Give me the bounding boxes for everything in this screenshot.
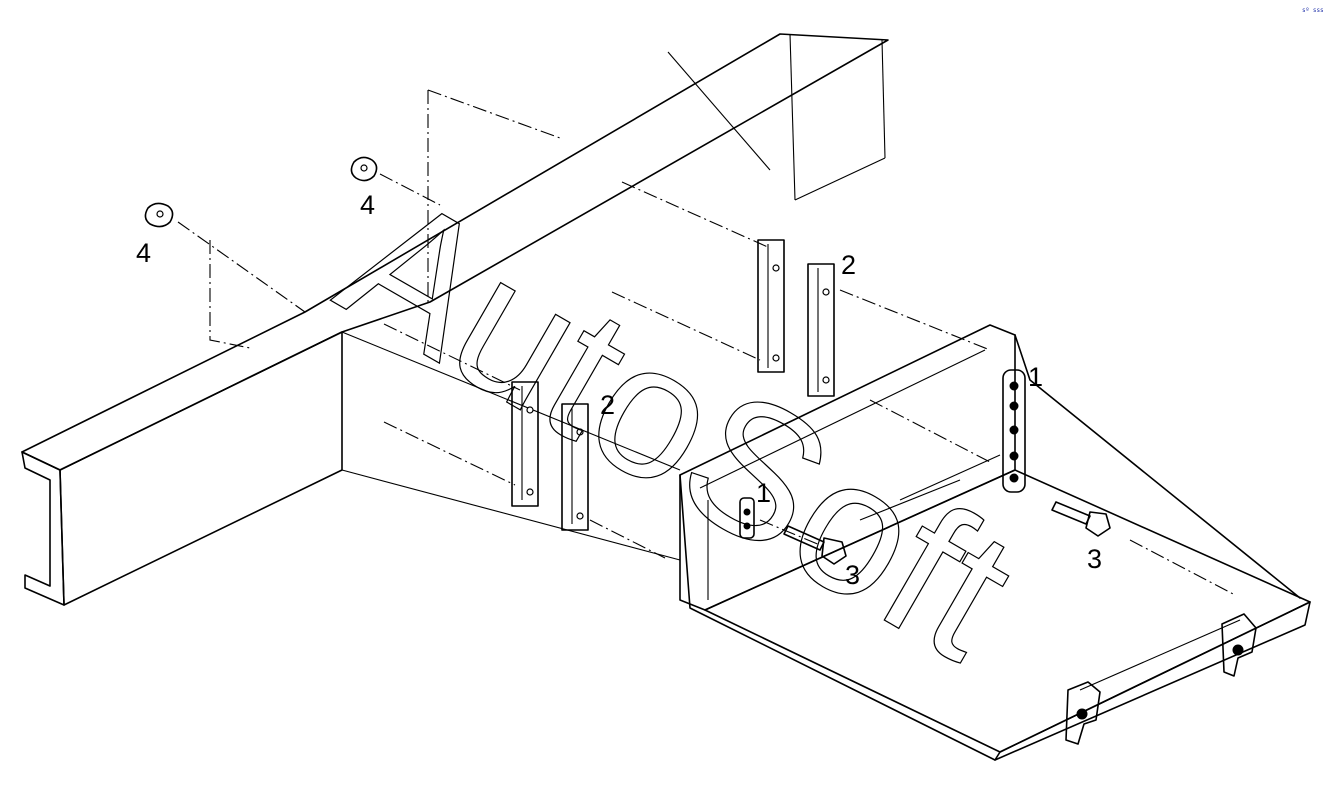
bolt-3-left (783, 525, 847, 565)
callout-2-lower: 2 (600, 390, 615, 420)
callout-4-lower: 4 (136, 238, 151, 268)
reference-code: sº sss (1302, 7, 1324, 14)
callout-2-upper: 2 (841, 250, 856, 280)
clip-nut-4-upper (350, 156, 378, 182)
assembly-lines (177, 89, 1236, 596)
strap-1-left (739, 497, 755, 539)
callout-3-right: 3 (1087, 544, 1102, 574)
bracket-2-upper (757, 239, 835, 397)
strap-1-right (1002, 369, 1026, 493)
callout-3-left: 3 (845, 560, 860, 590)
watermark: AutoSoft (310, 152, 1047, 700)
callout-4-upper: 4 (360, 190, 375, 220)
bolt-3-right (1051, 501, 1111, 537)
callout-1-left: 1 (756, 478, 771, 508)
frame-rail (21, 33, 889, 606)
callout-1-right: 1 (1028, 362, 1043, 392)
bracket-2-lower (511, 381, 589, 531)
clip-nut-4-lower (144, 202, 174, 228)
latch-right (1221, 613, 1257, 677)
latch-left (1065, 681, 1101, 745)
battery-tray (679, 324, 1311, 761)
